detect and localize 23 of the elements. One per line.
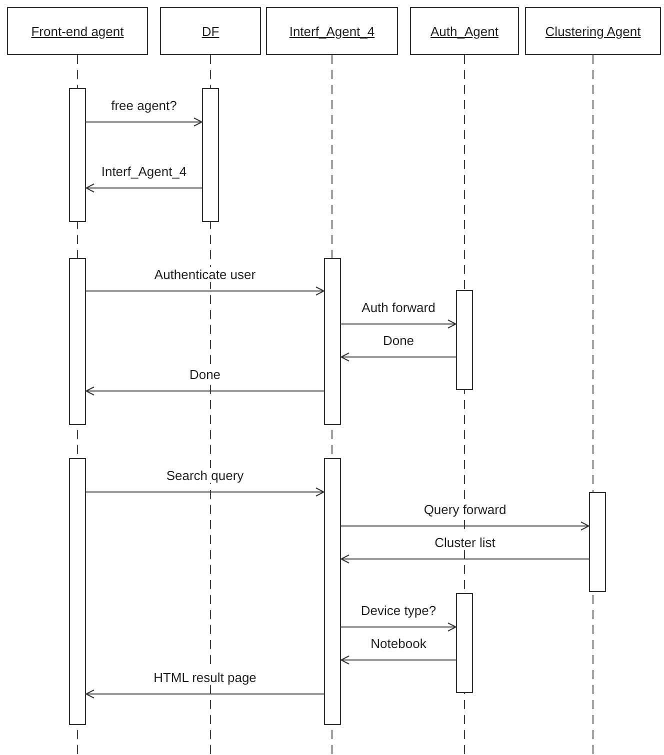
message-label: Notebook xyxy=(368,636,428,651)
activation-bar xyxy=(69,258,86,425)
message-label: free agent? xyxy=(109,98,179,113)
lifeline-header-box: Front-end agent xyxy=(7,7,148,55)
activation-bar xyxy=(589,492,606,592)
message-label: Device type? xyxy=(358,603,438,618)
lifeline-header-box: Clustering Agent xyxy=(525,7,661,55)
activation-bar xyxy=(202,88,219,222)
message-label: Cluster list xyxy=(432,535,498,550)
lifeline-header-box: Interf_Agent_4 xyxy=(266,7,398,55)
activation-bar xyxy=(324,458,341,725)
message-label: Auth forward xyxy=(360,300,438,315)
message-label: Authenticate user xyxy=(152,267,258,282)
message-label: Query forward xyxy=(422,502,508,517)
message-label: HTML result page xyxy=(152,670,258,685)
activation-bar xyxy=(456,593,473,693)
activation-bar xyxy=(69,458,86,725)
lifeline-header-box: DF xyxy=(160,7,261,55)
activation-bar xyxy=(456,290,473,390)
activation-bar xyxy=(69,88,86,222)
activation-bar xyxy=(324,258,341,425)
lifeline-header-box: Auth_Agent xyxy=(410,7,519,55)
message-label: Search query xyxy=(164,468,246,483)
